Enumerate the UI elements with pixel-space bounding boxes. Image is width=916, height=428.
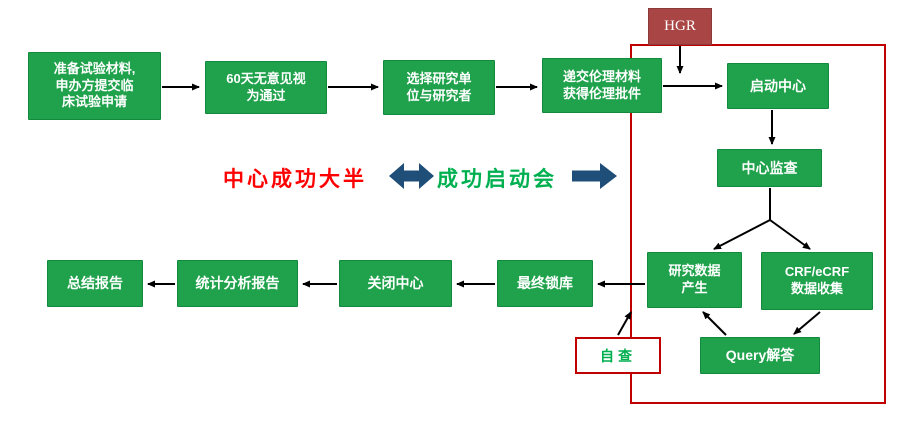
step-final-lock: 最终锁库 xyxy=(497,260,593,307)
step-self-check: 自查 xyxy=(575,337,661,374)
step-close-center: 关闭中心 xyxy=(339,260,452,307)
step-start-center: 启动中心 xyxy=(727,63,829,109)
arrow-split-to-data-generation xyxy=(713,219,771,250)
hgr-box: HGR xyxy=(648,8,712,45)
step-center-monitor: 中心监查 xyxy=(717,149,822,187)
annotation-center-success: 中心成功大半 xyxy=(223,168,367,191)
step-data-generation: 研究数据 产生 xyxy=(647,252,742,308)
arrow-crf-to-query xyxy=(793,311,821,335)
step-crf-collection: CRF/eCRF 数据收集 xyxy=(761,252,873,310)
step-ethics-approval: 递交伦理材料 获得伦理批件 xyxy=(542,58,662,113)
double-arrow-icon xyxy=(389,163,434,189)
step-select-site: 选择研究单 位与研究者 xyxy=(383,60,495,115)
arrow-split-to-crf xyxy=(769,219,811,250)
step-sixty-days-approval: 60天无意见视 为通过 xyxy=(205,61,327,114)
step-stats-report: 统计分析报告 xyxy=(177,260,298,307)
step-prepare-materials: 准备试验材料, 申办方提交临 床试验申请 xyxy=(28,52,161,120)
step-summary-report: 总结报告 xyxy=(47,260,143,307)
step-query-resolution: Query解答 xyxy=(700,337,820,374)
annotation-kickoff-success: 成功启动会 xyxy=(437,168,557,191)
arrow-self-check-up xyxy=(617,311,632,336)
right-arrow-icon xyxy=(572,163,617,189)
arrow-query-to-data-generation xyxy=(702,311,727,336)
